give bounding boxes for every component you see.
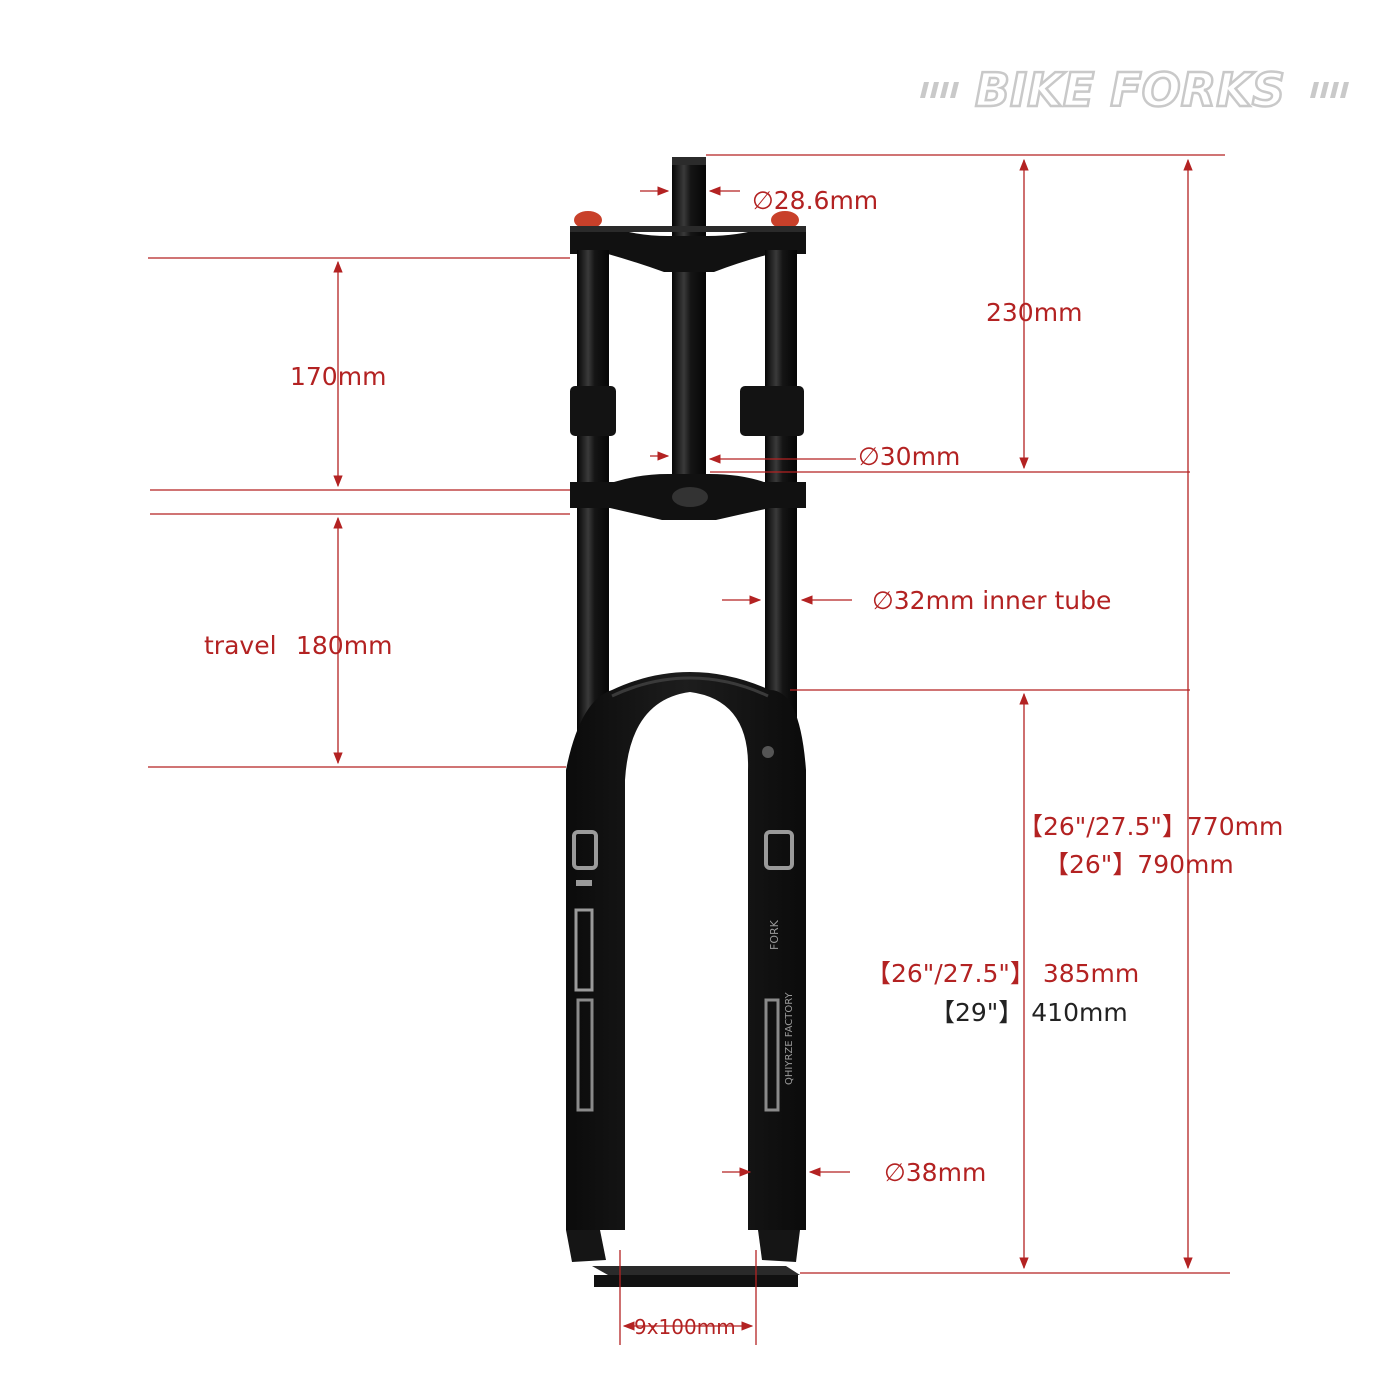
upper-crown-top [570, 226, 806, 232]
label-travel-value: 180mm [296, 631, 393, 660]
left-clamp-collar [570, 386, 616, 436]
left-adjuster-cap [574, 211, 602, 229]
fork-lowers [566, 672, 806, 1230]
left-decal [572, 830, 598, 1112]
label-overall-26-275: 【26"/27.5"】770mm [1018, 812, 1284, 841]
label-axle-crown-26-275: 【26"/27.5"】 385mm [866, 959, 1140, 988]
thru-axle [592, 1266, 800, 1275]
upper-crown [570, 228, 806, 272]
fork-arch-highlight [611, 676, 769, 698]
label-inner-tube: ∅32mm inner tube [872, 586, 1112, 615]
label-overall-26: 【26"】790mm [1044, 850, 1234, 879]
label-axle: 9x100mm [634, 1315, 736, 1339]
title-banner: BIKE FORKS [920, 62, 1349, 118]
right-dropout [758, 1230, 800, 1262]
fork-body: FORK QHIYRZE FACTORY [566, 157, 806, 1287]
label-upper-length: 170mm [290, 362, 387, 391]
steerer-top [672, 157, 706, 165]
label-travel: travel [204, 631, 277, 660]
right-decal: FORK QHIYRZE FACTORY [764, 830, 795, 1112]
left-dropout [566, 1230, 606, 1262]
factory-text: QHIYRZE FACTORY [784, 991, 795, 1085]
fork-word: FORK [768, 919, 781, 950]
title-text: BIKE FORKS [975, 63, 1285, 117]
title-stripes-right [1310, 82, 1349, 98]
right-adjuster-cap [771, 211, 799, 229]
label-steerer-length: 230mm [986, 298, 1083, 327]
label-lower-leg: ∅38mm [884, 1158, 987, 1187]
lower-crown-boss [672, 487, 708, 507]
label-steerer-diameter: ∅28.6mm [752, 186, 879, 215]
steerer-tube [672, 157, 706, 479]
thru-axle-body [594, 1275, 798, 1287]
title-stripes-left [920, 82, 959, 98]
label-axle-crown-29: 【29"】 410mm [930, 998, 1128, 1027]
right-clamp-collar [740, 386, 804, 436]
arch-bolt [762, 746, 774, 758]
label-crown-diameter: ∅30mm [858, 442, 961, 471]
dimension-lines [148, 154, 1230, 1345]
